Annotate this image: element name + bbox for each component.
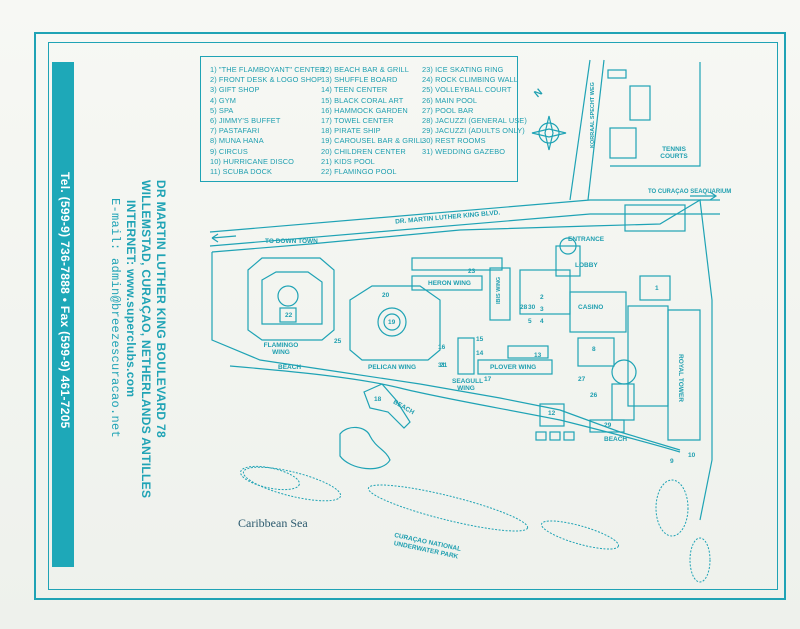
marker-13: 13 xyxy=(534,352,542,359)
legend-item: 14) TEEN CENTER xyxy=(321,85,388,95)
legend-item: 3) GIFT SHOP xyxy=(210,85,260,95)
legend-item: 29) JACUZZI (ADULTS ONLY) xyxy=(422,126,525,136)
flamingo-wing-building xyxy=(247,257,335,341)
legend-item: 19) CAROUSEL BAR & GRILL xyxy=(321,136,425,146)
legend-item: 2) FRONT DESK & LOGO SHOP xyxy=(210,75,323,85)
plover-wing-building xyxy=(477,359,553,375)
marker-28: 28 xyxy=(520,304,528,311)
legend-item: 6) JIMMY'S BUFFET xyxy=(210,116,281,126)
caribbean-sea-label: Caribbean Sea xyxy=(238,516,308,530)
heron-wing-label: HERON WING xyxy=(428,280,471,287)
beach-label-3: BEACH xyxy=(604,436,628,443)
legend-item: 9) CIRCUS xyxy=(210,146,248,156)
to-downtown-label: TO DOWN TOWN xyxy=(265,238,318,245)
beach-label-1: BEACH xyxy=(278,364,302,371)
marker-12: 12 xyxy=(548,410,556,417)
legend-item: 25) VOLLEYBALL COURT xyxy=(422,85,512,95)
legend-item: 1) "THE FLAMBOYANT" CENTER xyxy=(210,65,326,74)
lobby-label: LOBBY xyxy=(575,262,598,269)
pelican-wing-label: PELICAN WING xyxy=(368,364,417,371)
legend-item: 8) MUNA HANA xyxy=(210,136,264,146)
marker-10: 10 xyxy=(688,452,696,459)
legend-item: 23) ICE SKATING RING xyxy=(422,65,504,74)
legend-item: 31) WEDDING GAZEBO xyxy=(422,146,506,156)
legend-item: 28) JACUZZI (GENERAL USE) xyxy=(422,116,527,126)
seagull-wing-label: SEAGULL WING xyxy=(452,378,484,392)
pelican-wing-building xyxy=(349,285,441,361)
legend-item: 5) SPA xyxy=(210,105,234,115)
marker-19: 19 xyxy=(388,319,396,326)
marker-8: 8 xyxy=(592,346,596,353)
marker-23: 23 xyxy=(468,268,476,275)
legend-item: 4) GYM xyxy=(210,95,237,105)
marker-17: 17 xyxy=(484,376,492,383)
royal-tower-label: ROYAL TOWER xyxy=(677,354,684,402)
marker-26: 26 xyxy=(590,392,598,399)
marker-29: 29 xyxy=(604,422,612,429)
marker-4: 4 xyxy=(540,318,544,325)
legend-item: 12) BEACH BAR & GRILL xyxy=(321,65,409,74)
ibis-wing-building xyxy=(489,267,511,321)
marker-18: 18 xyxy=(374,396,382,403)
legend-item: 21) KIDS POOL xyxy=(321,156,375,166)
marker-21: 21 xyxy=(440,362,448,369)
entrance-label: ENTRANCE xyxy=(568,236,605,243)
marker-22: 22 xyxy=(285,312,293,319)
legend-item: 13) SHUFFLE BOARD xyxy=(321,75,398,85)
road-edge-top xyxy=(209,199,720,233)
property-outline xyxy=(211,199,713,521)
legend-item: 22) FLAMINGO POOL xyxy=(321,167,397,177)
legend-item: 24) ROCK CLIMBING WALL xyxy=(422,75,518,85)
marker-5: 5 xyxy=(528,318,532,325)
to-seaquarium-label: TO CURAÇAO SEAQUARIUM xyxy=(648,189,732,195)
flamingo-wing-label: FLAMINGO WING xyxy=(263,342,299,356)
legend-item: 30) REST ROOMS xyxy=(422,136,486,146)
legend-item: 20) CHILDREN CENTER xyxy=(321,146,406,156)
royal-tower-building xyxy=(667,309,701,441)
marker-16: 16 xyxy=(438,344,446,351)
marker-30: 30 xyxy=(528,304,536,311)
korraal-specht-label: KORRAAL SPECHT WEG xyxy=(590,82,596,148)
lagoon xyxy=(339,426,391,470)
heron-wing-building xyxy=(411,275,483,291)
marker-3: 3 xyxy=(540,306,544,313)
marker-31: 31 xyxy=(438,362,446,369)
marker-25: 25 xyxy=(334,338,342,345)
marker-2: 2 xyxy=(540,294,544,301)
legend-item: 16) HAMMOCK GARDEN xyxy=(321,105,408,115)
marker-14: 14 xyxy=(476,350,484,357)
marker-1: 1 xyxy=(655,285,659,292)
legend-item: 11) SCUBA DOCK xyxy=(210,167,273,177)
ibis-wing-label: IBIS WING xyxy=(496,276,502,304)
legend-item: 10) HURRICANE DISCO xyxy=(210,156,295,166)
seagull-wing-building xyxy=(457,337,475,375)
casino-label: CASINO xyxy=(578,304,604,311)
contact-bar xyxy=(52,62,74,567)
legend-item: 17) TOWEL CENTER xyxy=(321,116,394,126)
marker-27: 27 xyxy=(578,376,586,383)
legend-item: 26) MAIN POOL xyxy=(422,95,478,105)
marker-15: 15 xyxy=(476,336,484,343)
legend-item: 7) PASTAFARI xyxy=(210,126,260,136)
legend-item: 15) BLACK CORAL ART xyxy=(321,95,404,105)
plover-wing-label: PLOVER WING xyxy=(490,364,537,371)
inner-border xyxy=(48,42,778,590)
legend-item: 27) POOL BAR xyxy=(422,105,474,115)
outer-border xyxy=(34,32,786,600)
legend-item: 18) PIRATE SHIP xyxy=(321,126,381,136)
marker-20: 20 xyxy=(382,292,390,299)
tennis-courts-label: TENNIS COURTS xyxy=(660,146,688,160)
pirate-ship-island xyxy=(363,383,411,429)
marker-9: 9 xyxy=(670,458,674,465)
